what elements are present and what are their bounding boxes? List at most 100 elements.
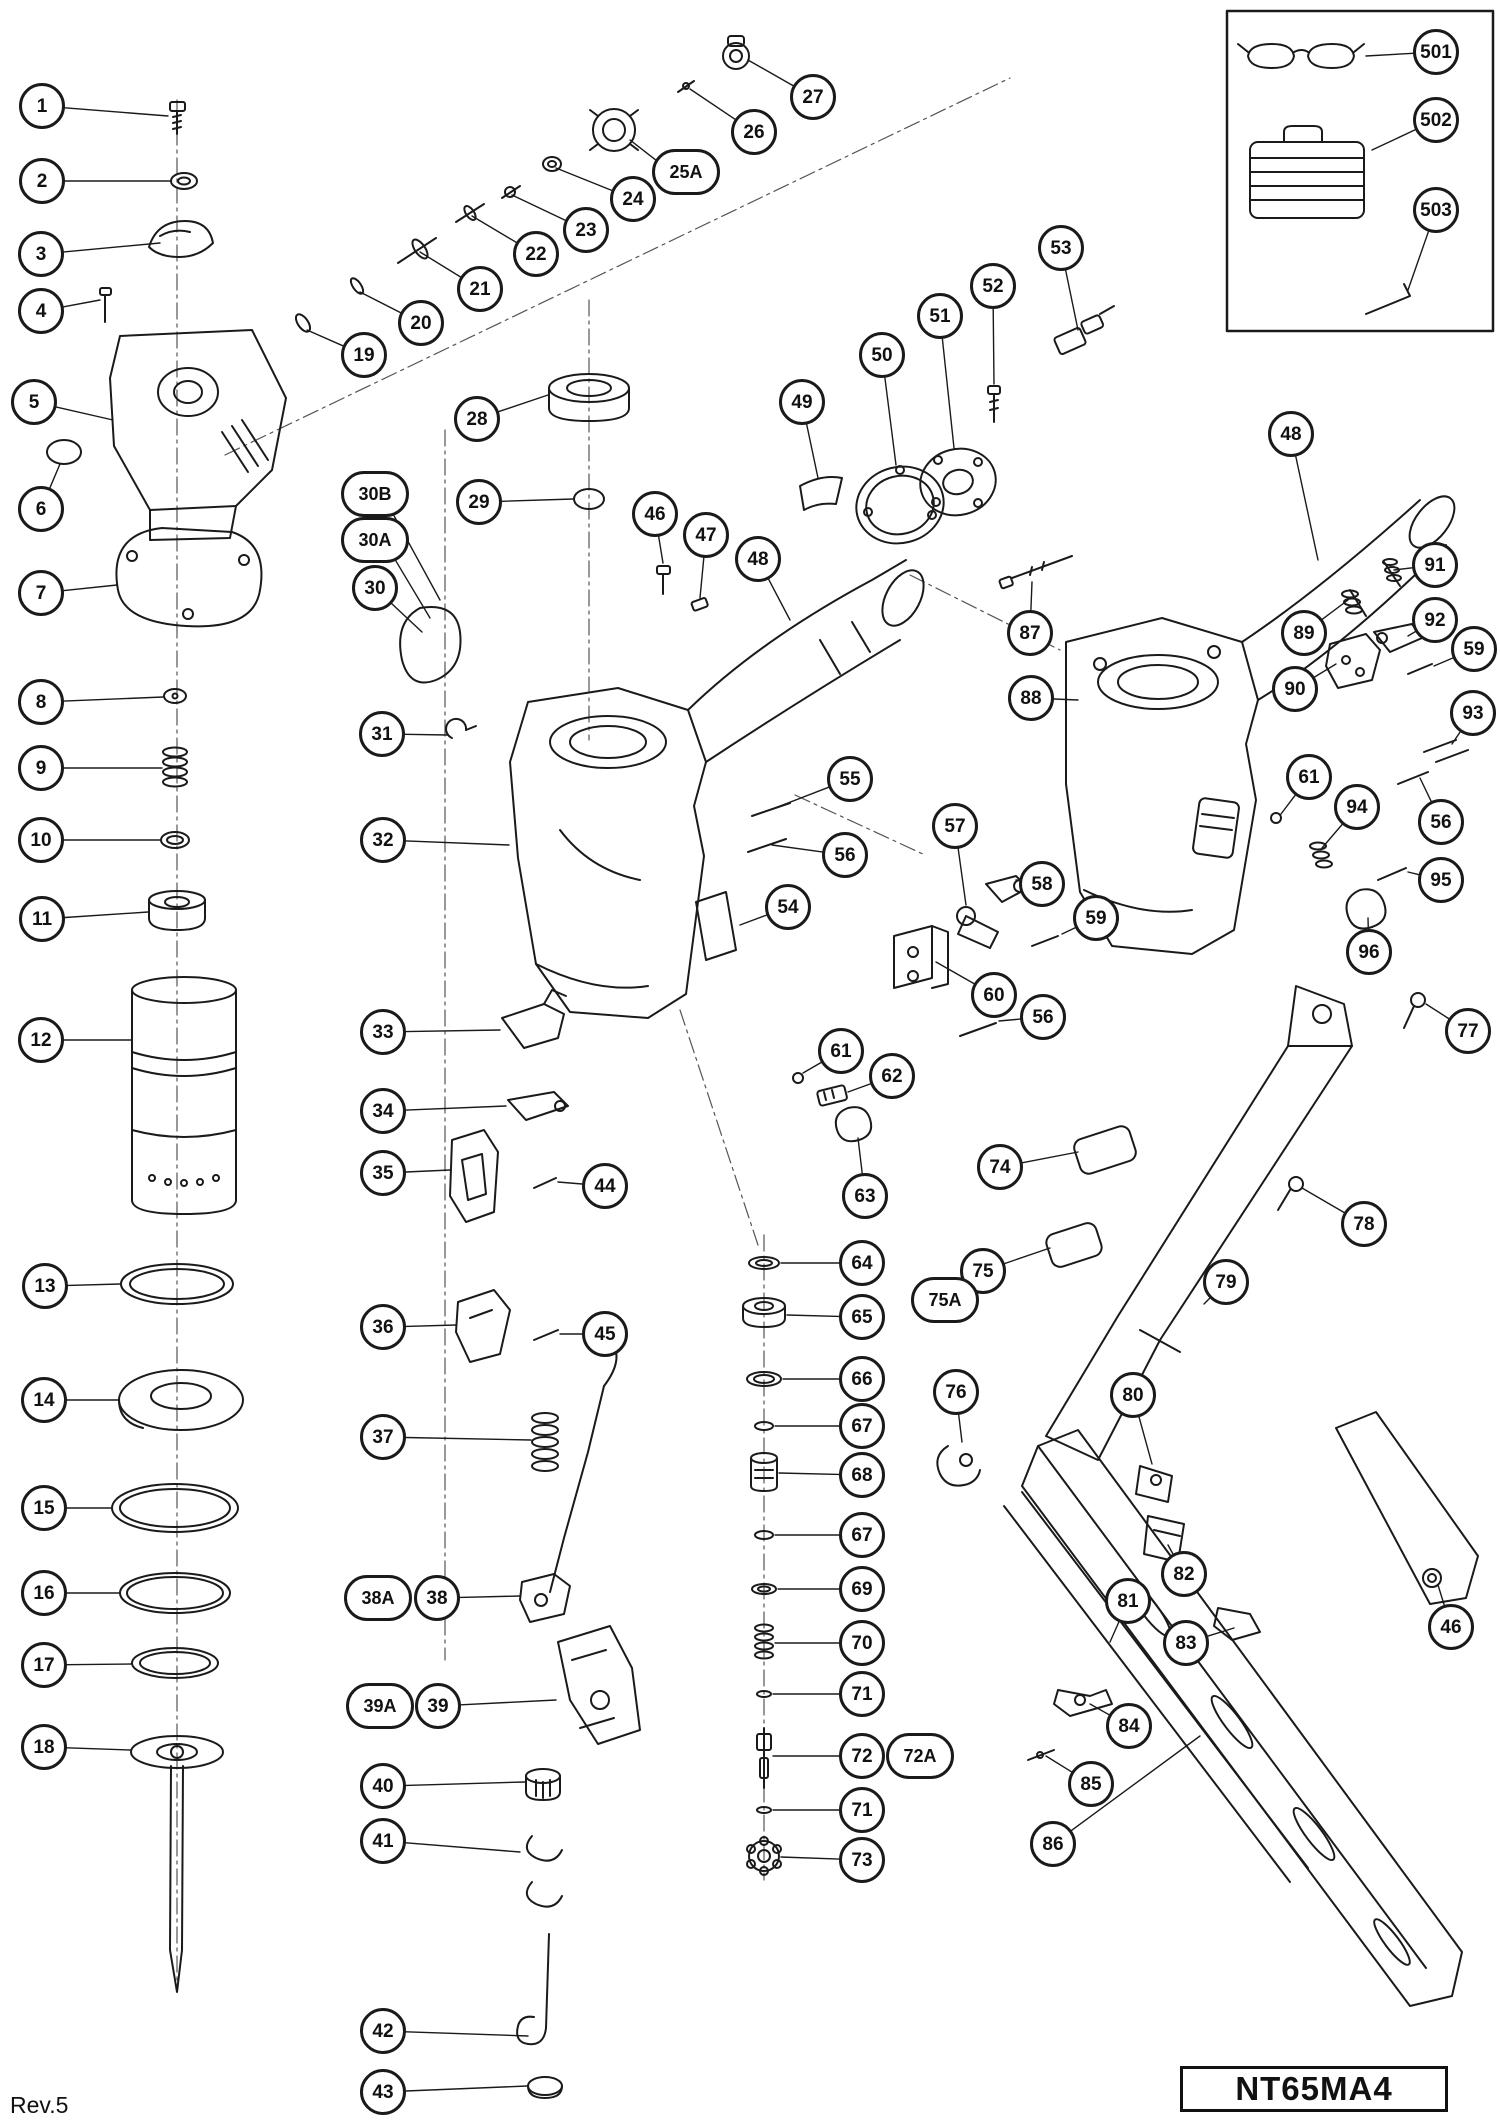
part-26-pin	[677, 80, 695, 93]
part-74-label	[1073, 1125, 1137, 1175]
callout-61: 61	[818, 1028, 864, 1074]
callout-54: 54	[765, 884, 811, 930]
callout-43: 43	[360, 2069, 406, 2115]
callout-17: 17	[21, 1642, 67, 1688]
part-47-pin	[690, 597, 709, 612]
part-36-bracket	[455, 1289, 511, 1363]
callout-64: 64	[839, 1240, 885, 1286]
part-83-lever	[1213, 1607, 1261, 1641]
part-43-grommet	[527, 2076, 563, 2099]
callout-91: 91	[1412, 542, 1458, 588]
callout-23: 23	[563, 207, 609, 253]
callout-72: 72	[839, 1733, 885, 1779]
part-72-stem	[756, 1727, 772, 1789]
part-4-screw	[99, 287, 112, 323]
callout-36: 36	[360, 1304, 406, 1350]
part-16-ring	[119, 1572, 231, 1614]
part-41-hooks	[525, 1835, 563, 1908]
callout-41: 41	[360, 1818, 406, 1864]
part-9-spring	[162, 746, 188, 788]
part-73-nut	[746, 1836, 782, 1876]
part-46-screw	[656, 565, 671, 595]
part-502-case	[1249, 125, 1365, 219]
part-35-bracket	[449, 1129, 499, 1223]
part-25a-bushing	[589, 108, 639, 152]
part-77-screw	[1403, 992, 1426, 1029]
callout-27: 27	[790, 74, 836, 120]
part-46-nut	[1422, 1568, 1442, 1588]
part-90-plate	[1325, 633, 1381, 689]
callout-24: 24	[610, 176, 656, 222]
callout-25a: 25A	[652, 149, 720, 195]
callout-96: 96	[1346, 929, 1392, 975]
callout-72a: 72A	[886, 1733, 954, 1779]
part-96-cam	[1345, 888, 1387, 930]
part-10-o-ring	[160, 831, 190, 849]
callout-26: 26	[731, 109, 777, 155]
part-44-pin	[533, 1177, 557, 1189]
part-54-plate	[695, 891, 737, 961]
part-52-screw	[987, 385, 1001, 423]
part-50-ring-plate	[855, 465, 945, 545]
callout-34: 34	[360, 1088, 406, 1134]
callout-32: 32	[360, 817, 406, 863]
callout-79: 79	[1203, 1259, 1249, 1305]
callout-46: 46	[632, 491, 678, 537]
revision-label: Rev.5	[10, 2092, 69, 2118]
part-33-bracket	[501, 989, 567, 1049]
part-49-strip	[799, 476, 843, 511]
part-6-o-ring	[46, 439, 82, 465]
part-84-pusher	[1053, 1689, 1113, 1717]
part-24-washer	[542, 156, 562, 172]
callout-40: 40	[360, 1763, 406, 1809]
axis-lines	[176, 77, 1061, 1986]
callout-51: 51	[917, 293, 963, 339]
part-95-pin	[1377, 867, 1407, 881]
callout-84: 84	[1106, 1703, 1152, 1749]
part-38-bracket	[519, 1573, 571, 1623]
part-53-air-plug	[1053, 305, 1115, 355]
callout-12: 12	[18, 1017, 64, 1063]
part-2-washer	[170, 172, 198, 190]
part-94-spring	[1309, 841, 1333, 869]
part-18-driver-piston	[130, 1735, 224, 1993]
part-56-pin-c	[1397, 771, 1429, 785]
callout-52: 52	[970, 263, 1016, 309]
callout-45: 45	[582, 1311, 628, 1357]
part-62-valve	[816, 1084, 848, 1107]
part-93-pin	[1423, 739, 1469, 763]
callout-59: 59	[1451, 626, 1497, 672]
callout-47: 47	[683, 512, 729, 558]
part-8-washer	[163, 688, 187, 704]
callout-82: 82	[1161, 1551, 1207, 1597]
callout-78: 78	[1341, 1201, 1387, 1247]
callout-66: 66	[839, 1356, 885, 1402]
part-69-o-ring	[751, 1583, 777, 1595]
part-64-o-ring	[748, 1256, 780, 1270]
part-5-head-housing	[109, 329, 287, 541]
part-48-barrel-right	[1241, 495, 1456, 701]
part-66-o-ring	[746, 1371, 782, 1387]
callout-74: 74	[977, 1144, 1023, 1190]
callout-15: 15	[21, 1485, 67, 1531]
callout-89: 89	[1281, 610, 1327, 656]
callout-85: 85	[1068, 1761, 1114, 1807]
callout-503: 503	[1413, 187, 1459, 233]
part-79-guide	[1045, 985, 1353, 1461]
callout-80: 80	[1110, 1372, 1156, 1418]
part-22-pin	[455, 203, 485, 223]
callout-48: 48	[735, 536, 781, 582]
part-60-bracket	[893, 925, 949, 989]
callout-35: 35	[360, 1150, 406, 1196]
part-11-bumper	[148, 890, 206, 931]
part-71-o-ring-b	[756, 1806, 772, 1814]
callout-56: 56	[1020, 994, 1066, 1040]
callout-53: 53	[1038, 225, 1084, 271]
callout-9: 9	[18, 745, 64, 791]
callout-60: 60	[971, 972, 1017, 1018]
callout-71: 71	[839, 1671, 885, 1717]
callout-10: 10	[18, 817, 64, 863]
part-27-cap-nut	[722, 35, 750, 70]
callout-65: 65	[839, 1294, 885, 1340]
